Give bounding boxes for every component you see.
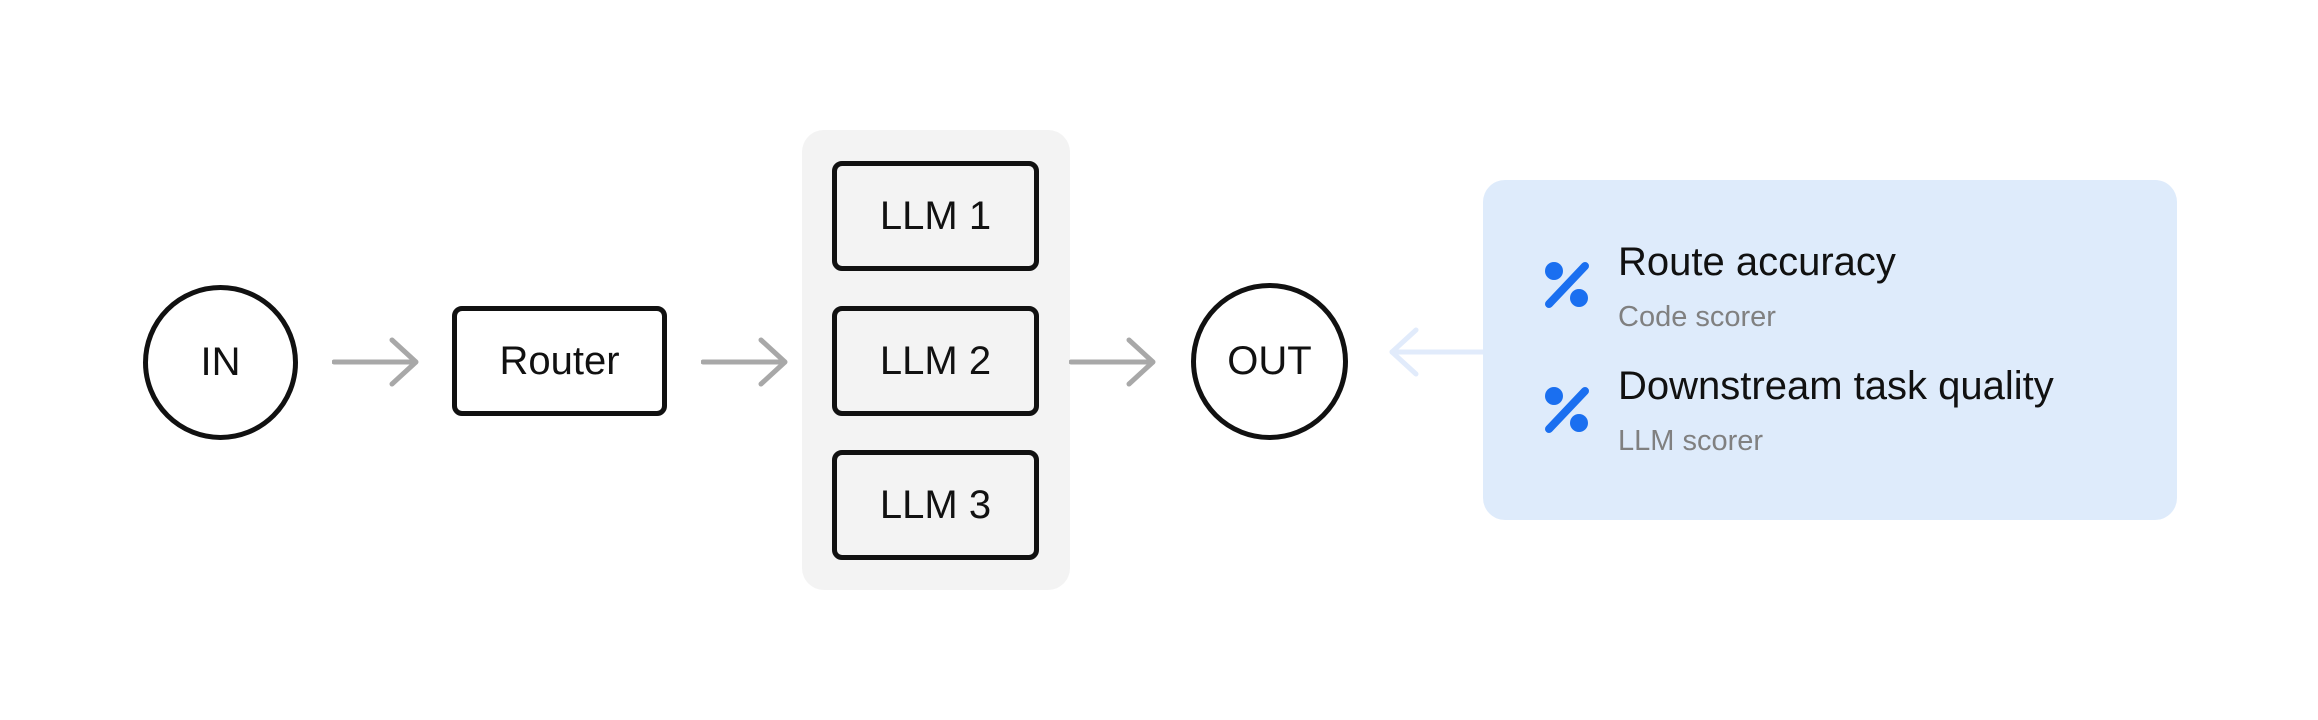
percent-icon — [1545, 387, 1589, 433]
output-node: OUT — [1191, 283, 1348, 440]
llm-node-label: LLM 3 — [879, 482, 992, 527]
router-node-label: Router — [499, 338, 620, 383]
arrow-in-to-router — [332, 337, 419, 387]
arrow-router-to-llms — [701, 337, 788, 387]
arrow-llms-to-output — [1069, 337, 1156, 387]
router-node: Router — [452, 306, 667, 416]
llm-node-2: LLM 2 — [832, 306, 1039, 416]
output-node-label: OUT — [1227, 339, 1312, 383]
input-node: IN — [143, 285, 298, 440]
llm-node-label: LLM 1 — [879, 193, 992, 238]
scorer-type: LLM scorer — [1618, 425, 1764, 457]
llm-node-3: LLM 3 — [832, 450, 1039, 560]
scorer-panel — [1483, 180, 2177, 520]
llm-node-1: LLM 1 — [832, 161, 1039, 271]
llm-node-label: LLM 2 — [879, 338, 992, 383]
input-node-label: IN — [200, 340, 241, 384]
scorer-title: Downstream task quality — [1618, 364, 2054, 408]
percent-icon — [1545, 262, 1589, 308]
arrow-scorers-to-output — [1389, 327, 1484, 377]
scorer-type: Code scorer — [1618, 301, 1776, 333]
scorer-title: Route accuracy — [1618, 240, 1896, 284]
